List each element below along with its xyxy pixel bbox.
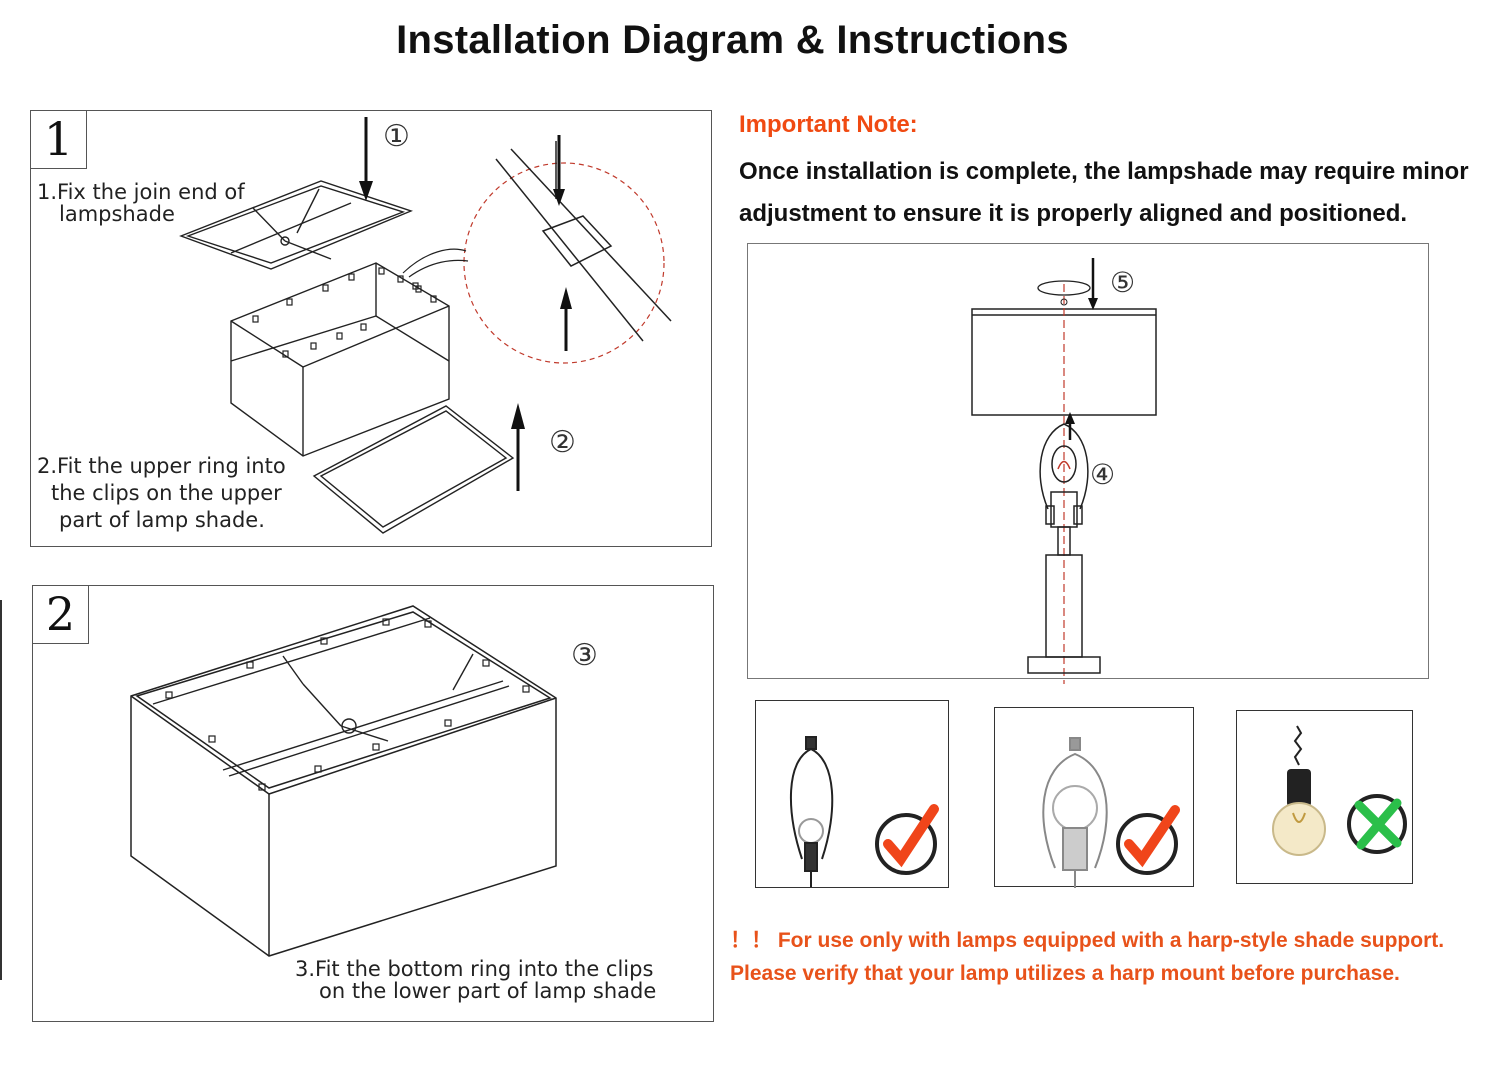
- step1-caption-a-line2: lampshade: [59, 202, 175, 226]
- step1-caption-b-line3: part of lamp shade.: [59, 508, 265, 532]
- step1-panel: 1 1.Fix the join end of lampshade 2.Fit …: [30, 110, 712, 547]
- arrow-down-1-head: [359, 181, 373, 201]
- important-note-heading: Important Note:: [739, 111, 918, 138]
- box-clips: [252, 267, 437, 358]
- check-icon: [883, 804, 939, 868]
- large-ring-frame: [152, 617, 510, 777]
- silver-harp-drawing: [1042, 737, 1180, 888]
- lamp-harp: [1039, 423, 1089, 528]
- step2-drawing: [130, 605, 557, 957]
- detail-frame: [495, 141, 672, 342]
- detail-arrows: [557, 135, 568, 351]
- rotate-arrow: [1037, 280, 1091, 296]
- compat-box-silver-harp: [994, 707, 1194, 888]
- important-note-body: Once installation is complete, the lamps…: [739, 151, 1499, 235]
- step1-caption-a: 1.Fix the join end of lampshade: [37, 181, 245, 225]
- socket-shape: [1287, 769, 1311, 807]
- lamp-marker-5: ⑤: [1110, 266, 1136, 299]
- warning-line2: Please verify that your lamp utilizes a …: [730, 962, 1400, 985]
- important-note-line1: Once installation is complete, the lamps…: [739, 158, 1469, 185]
- step1-caption-b-line1: 2.Fit the upper ring into: [37, 454, 286, 478]
- warning-line1: ！！ For use only with lamps equipped with…: [730, 929, 1445, 952]
- step1-number: 1: [31, 111, 87, 169]
- harp-bulb-drawing: [789, 736, 939, 887]
- step1-marker-2: ②: [549, 425, 576, 460]
- large-box-clips: [165, 618, 530, 791]
- step1-caption-b: 2.Fit the upper ring into the clips on t…: [37, 453, 286, 534]
- pendant-socket-drawing: [1272, 725, 1407, 856]
- lamp-drawing: [971, 258, 1157, 684]
- step1-marker-1: ①: [383, 119, 410, 154]
- step2-caption-line1: 3.Fit the bottom ring into the clips: [295, 957, 654, 981]
- bottom-ring-plate: [312, 405, 515, 534]
- compat-box-pendant: [1236, 710, 1413, 884]
- step2-caption-line2: on the lower part of lamp shade: [319, 979, 657, 1003]
- left-edge-rule: [0, 600, 2, 980]
- step1-caption-a-line1: 1.Fix the join end of: [37, 180, 245, 204]
- step2-number: 2: [33, 586, 89, 644]
- detail-circle: [463, 162, 665, 364]
- cross-icon: [1354, 798, 1402, 850]
- detail-leader: [402, 248, 467, 274]
- arrow-up-2-head: [511, 403, 525, 429]
- check-icon-2: [1124, 805, 1180, 868]
- large-shade-box: [130, 605, 557, 957]
- lamp-base: [1027, 526, 1101, 674]
- lamp-diagram-panel: ⑤ ④: [747, 243, 1429, 684]
- shade-box: [230, 262, 450, 457]
- page-title: Installation Diagram & Instructions: [396, 18, 1069, 62]
- step1-caption-b-line2: the clips on the upper: [51, 481, 282, 505]
- step2-caption: 3.Fit the bottom ring into the clips on …: [295, 958, 656, 1002]
- compat-box-harp: [755, 700, 949, 888]
- important-note-line2: adjustment to ensure it is properly alig…: [739, 200, 1408, 227]
- lamp-marker-4: ④: [1090, 458, 1116, 491]
- join-end-frame: [179, 180, 414, 270]
- step2-panel: 2 ③ 3.Fit the bottom ring into the clips…: [32, 585, 714, 1022]
- step2-marker-3: ③: [571, 638, 598, 673]
- step1-drawing: [179, 117, 672, 534]
- globe-bulb: [1272, 802, 1326, 856]
